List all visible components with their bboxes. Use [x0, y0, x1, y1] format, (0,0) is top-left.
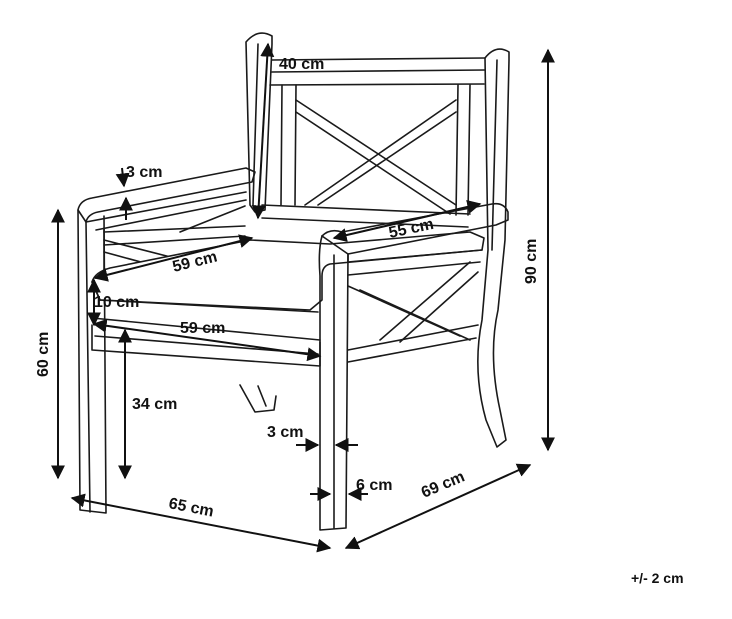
- label-seat-depth-lower: 59 cm: [180, 320, 225, 337]
- back-right-post: [477, 48, 510, 448]
- tolerance-note: +/- 2 cm: [631, 570, 684, 586]
- dimension-labels: 40 cm 3 cm 59 cm 55 cm 10 cm 59 cm 90 cm…: [35, 56, 684, 586]
- label-backrest-height: 40 cm: [279, 56, 324, 73]
- label-armrest-thickness: 3 cm: [126, 164, 162, 181]
- label-armrest-height: 60 cm: [35, 332, 52, 377]
- label-leg-gap: 3 cm: [267, 424, 303, 441]
- label-seat-height: 34 cm: [132, 396, 177, 413]
- label-cushion-thickness: 10 cm: [94, 294, 139, 311]
- dim-seat-width: [332, 200, 482, 242]
- label-total-width: 65 cm: [167, 495, 215, 520]
- chair-illustration: [77, 32, 510, 531]
- right-side-panel: [347, 249, 483, 363]
- dim-total-width: [70, 493, 332, 553]
- dim-armrest-top-arrow: [115, 167, 130, 188]
- dim-total-depth: [344, 463, 532, 550]
- right-front-leg: [318, 202, 509, 531]
- back-left-leg: [239, 384, 277, 413]
- dim-seat-depth-upper: [93, 234, 254, 282]
- dimension-lines: [51, 42, 555, 553]
- backrest-frame: [261, 57, 486, 228]
- left-front-leg: [77, 209, 107, 514]
- label-leg-width: 6 cm: [356, 477, 392, 494]
- dim-backrest-height: [251, 42, 275, 220]
- label-total-height: 90 cm: [523, 239, 540, 284]
- seat-cushion: [91, 231, 485, 341]
